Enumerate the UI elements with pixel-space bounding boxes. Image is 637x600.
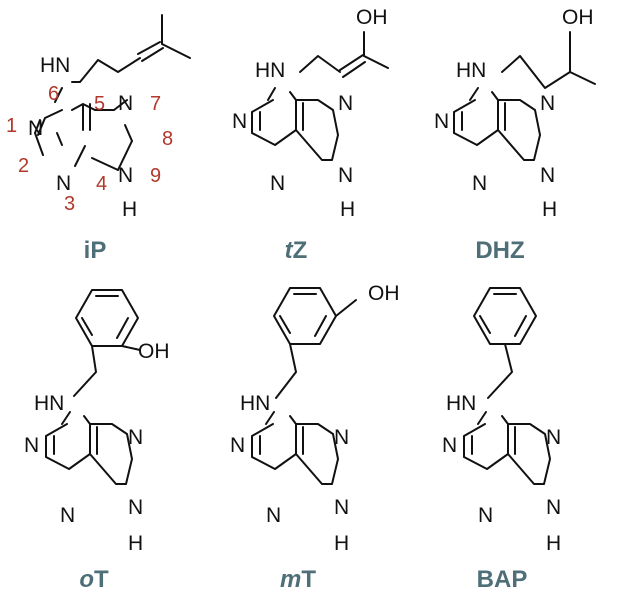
caption-ot: oT [79,566,109,593]
atom-oh: OH [138,340,170,363]
atom-n9: N [118,164,133,187]
atom-h9: H [340,198,355,221]
caption-mt: mT [280,566,316,593]
ring-number-5: 5 [94,93,105,115]
isopentenyl-side-chain [71,14,191,83]
caption-dhz: DHZ [475,237,524,264]
atom-n9: N [338,164,353,187]
atom-n1: N [442,434,457,457]
caption-ip: iP [84,237,107,264]
atom-n3: N [270,172,285,195]
molecule-dhz: HN OH N N N N H DHZ [434,6,596,264]
atom-hn: HN [40,54,70,77]
atom-n3: N [266,504,281,527]
atom-n7: N [338,92,353,115]
ring-number-3: 3 [64,193,75,215]
ring-number-6: 6 [48,83,59,105]
atom-n7: N [540,92,555,115]
atom-n9: N [334,496,349,519]
ring-number-2: 2 [18,155,29,177]
atom-n7: N [334,426,349,449]
atom-n9: N [546,496,561,519]
atom-hn: HN [255,59,285,82]
atom-n3: N [56,172,71,195]
atom-hn: HN [34,392,64,415]
atom-n9: N [540,164,555,187]
atom-n1: N [230,434,245,457]
ring-number-7: 7 [150,93,161,115]
molecule-mt: OH HN N N N N H mT [230,282,400,593]
atom-n7: N [118,92,133,115]
atom-oh: OH [356,6,388,29]
atom-hn: HN [446,392,476,415]
ring-number-9: 9 [150,165,161,187]
atom-h9: H [546,532,561,555]
caption-bap: BAP [477,566,528,593]
atom-n3: N [60,504,75,527]
atom-h9: H [542,198,557,221]
atom-n1: N [24,434,39,457]
atom-n1: N [232,110,247,133]
atom-hn: HN [456,59,486,82]
atom-n1: N [434,110,449,133]
atom-oh: OH [562,6,594,29]
ring-number-8: 8 [162,128,173,150]
atom-h9: H [128,532,143,555]
atom-hn: HN [240,392,270,415]
ring-number-4: 4 [96,173,107,195]
atom-n7: N [546,426,561,449]
caption-tz: tZ [285,237,308,264]
atom-n1: N [28,117,43,140]
atom-n3: N [472,172,487,195]
atom-h9: H [334,532,349,555]
purine-core [34,87,133,171]
atom-n9: N [128,496,143,519]
molecule-bap: HN N N N N H BAP [442,287,561,593]
molecule-ot: OH HN N N N N H oT [24,289,170,593]
atom-h9: H [122,198,137,221]
ring-number-1: 1 [6,115,17,137]
atom-n3: N [478,504,493,527]
atom-n7: N [128,426,143,449]
molecule-tz: HN OH N N N N H tZ [232,6,389,264]
molecule-ip: HN N N N N H 1 2 3 4 5 6 7 8 9 iP [6,14,191,264]
atom-oh: OH [368,282,400,305]
